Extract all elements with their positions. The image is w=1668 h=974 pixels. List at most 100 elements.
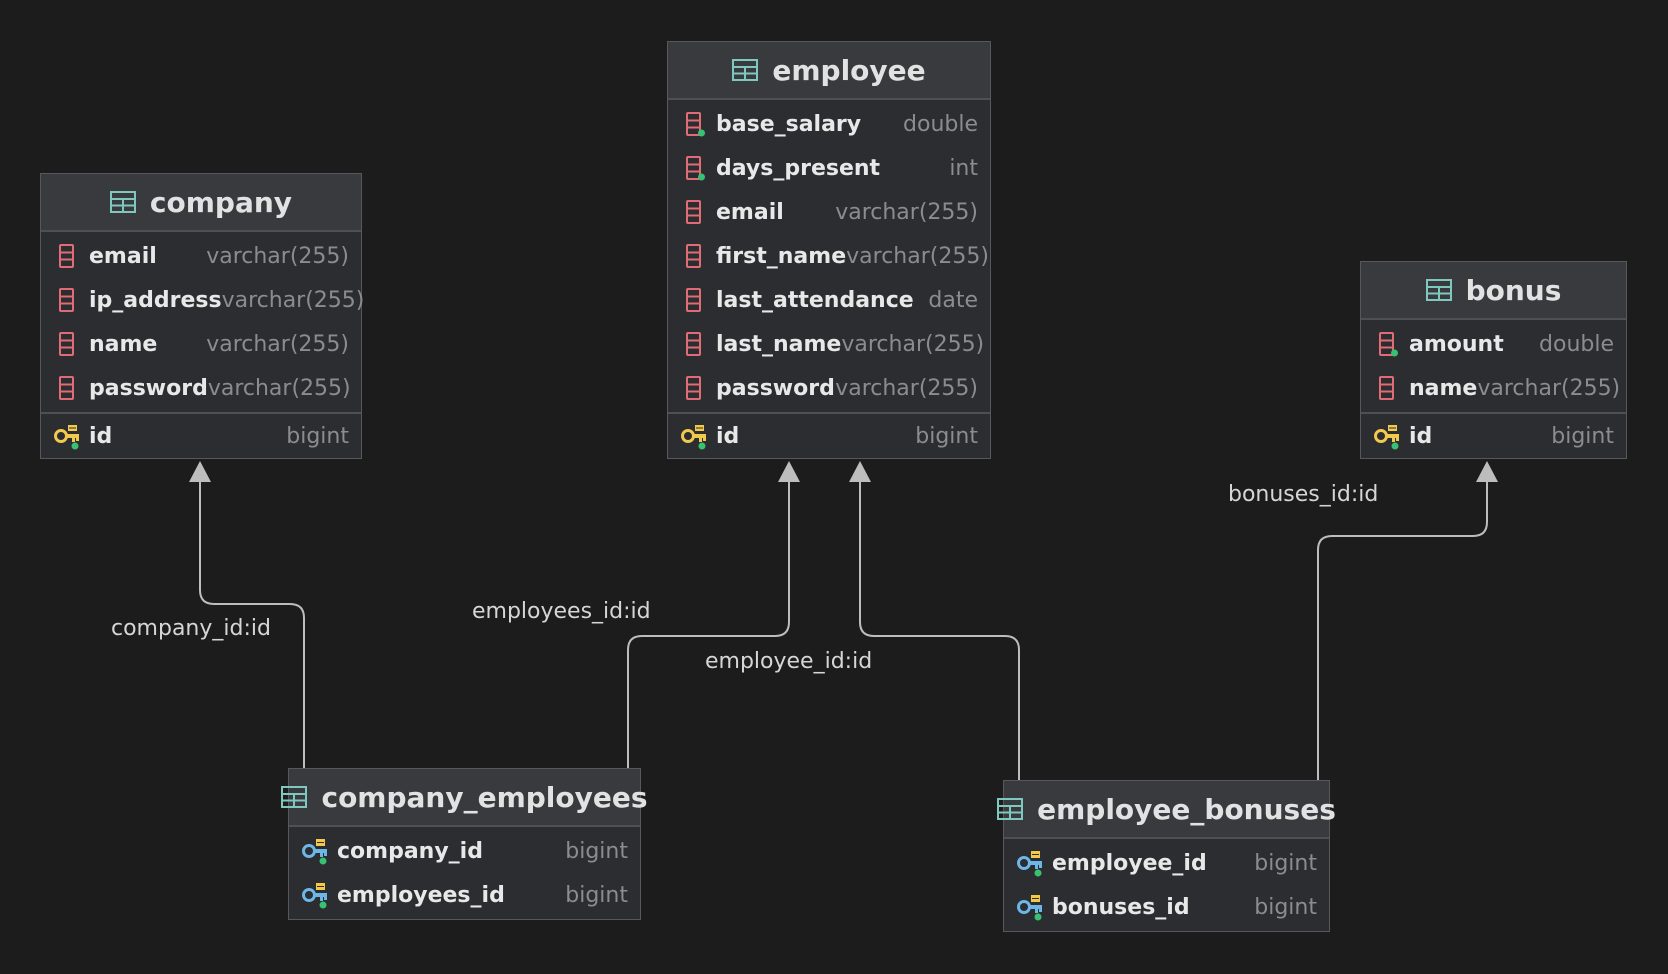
column-icon [680,374,708,402]
table-name: employee [772,53,926,87]
column-name: name [1409,375,1478,401]
column-row-base-salary[interactable]: base_salary double [668,102,990,146]
table-header[interactable]: employee [668,42,990,100]
column-type: varchar(255) [207,375,351,401]
column-name: id [89,423,113,449]
relation-label-employee-id: employee_id:id [705,649,873,674]
primary-key-icon [1373,422,1401,450]
column-type: int [949,155,978,181]
table-employee-bonuses[interactable]: employee_bonuses employee_id bigint bonuses… [997,780,1336,932]
column-name: last_attendance [716,287,914,313]
relation-line-employees-id[interactable] [627,480,790,768]
table-name: bonus [1465,273,1562,307]
column-type: varchar(255) [835,199,978,225]
relation-line-bonuses-id[interactable] [1317,480,1488,780]
foreign-key-icon [1016,849,1044,877]
table-header[interactable]: company [41,174,361,232]
table-header[interactable]: employee_bonuses [997,781,1336,839]
column-name: employee_id [1052,850,1207,876]
column-name: password [89,375,208,401]
column-name: email [716,199,784,225]
column-name: employees_id [337,882,505,908]
column-list: base_salary double days_present int email var… [668,100,990,412]
column-icon [680,286,708,314]
not-null-column-icon [680,154,708,182]
column-row-company-id[interactable]: company_id bigint [289,829,640,873]
column-row-employees-id[interactable]: employees_id bigint [289,873,640,917]
column-icon [680,242,708,270]
column-name: email [89,243,157,269]
column-row-employee-id[interactable]: employee_id bigint [1004,841,1329,885]
table-icon [1425,279,1452,301]
column-row-days-present[interactable]: days_present int [668,146,990,190]
relation-label-employees-id: employees_id:id [472,599,651,624]
column-name: company_id [337,838,483,864]
column-name: id [1409,423,1433,449]
primary-key-icon [680,422,708,450]
column-type: varchar(255) [206,331,349,357]
column-icon [53,330,81,358]
table-icon [109,191,136,213]
relation-line-employee-id[interactable] [859,480,1020,780]
not-null-column-icon [1373,330,1401,358]
column-type: bigint [565,882,628,908]
column-row-email[interactable]: email varchar(255) [41,234,361,278]
column-type: bigint [1254,850,1317,876]
arrowhead-employee-left [778,461,800,482]
primary-key-divider [1361,412,1626,414]
column-icon [680,198,708,226]
arrowhead-company [189,461,211,482]
foreign-key-icon [301,881,329,909]
column-row-email[interactable]: email varchar(255) [668,190,990,234]
column-type: double [1539,331,1614,357]
table-employee[interactable]: employee base_salary double days_present int… [667,41,991,459]
column-type: varchar(255) [1477,375,1621,401]
table-header[interactable]: bonus [1361,262,1626,320]
table-icon [732,59,759,81]
column-type: varchar(255) [846,243,989,269]
column-type: varchar(255) [221,287,365,313]
column-type: double [903,111,978,137]
column-type: varchar(255) [206,243,349,269]
column-name: last_name [716,331,842,357]
relation-line-company-id[interactable] [199,480,305,768]
column-type: bigint [565,838,628,864]
table-name: employee_bonuses [1037,792,1336,826]
column-name: base_salary [716,111,862,137]
column-name: amount [1409,331,1504,357]
column-name: days_present [716,155,881,181]
foreign-key-icon [301,837,329,865]
column-icon [53,242,81,270]
column-row-amount[interactable]: amount double [1361,322,1626,366]
column-icon [53,374,81,402]
arrowhead-employee-right [849,461,871,482]
table-header[interactable]: company_employees [281,769,648,827]
column-type: varchar(255) [841,331,985,357]
table-icon [997,798,1024,820]
table-name: company [149,185,293,219]
column-icon [1373,374,1401,402]
primary-key-icon [53,422,81,450]
